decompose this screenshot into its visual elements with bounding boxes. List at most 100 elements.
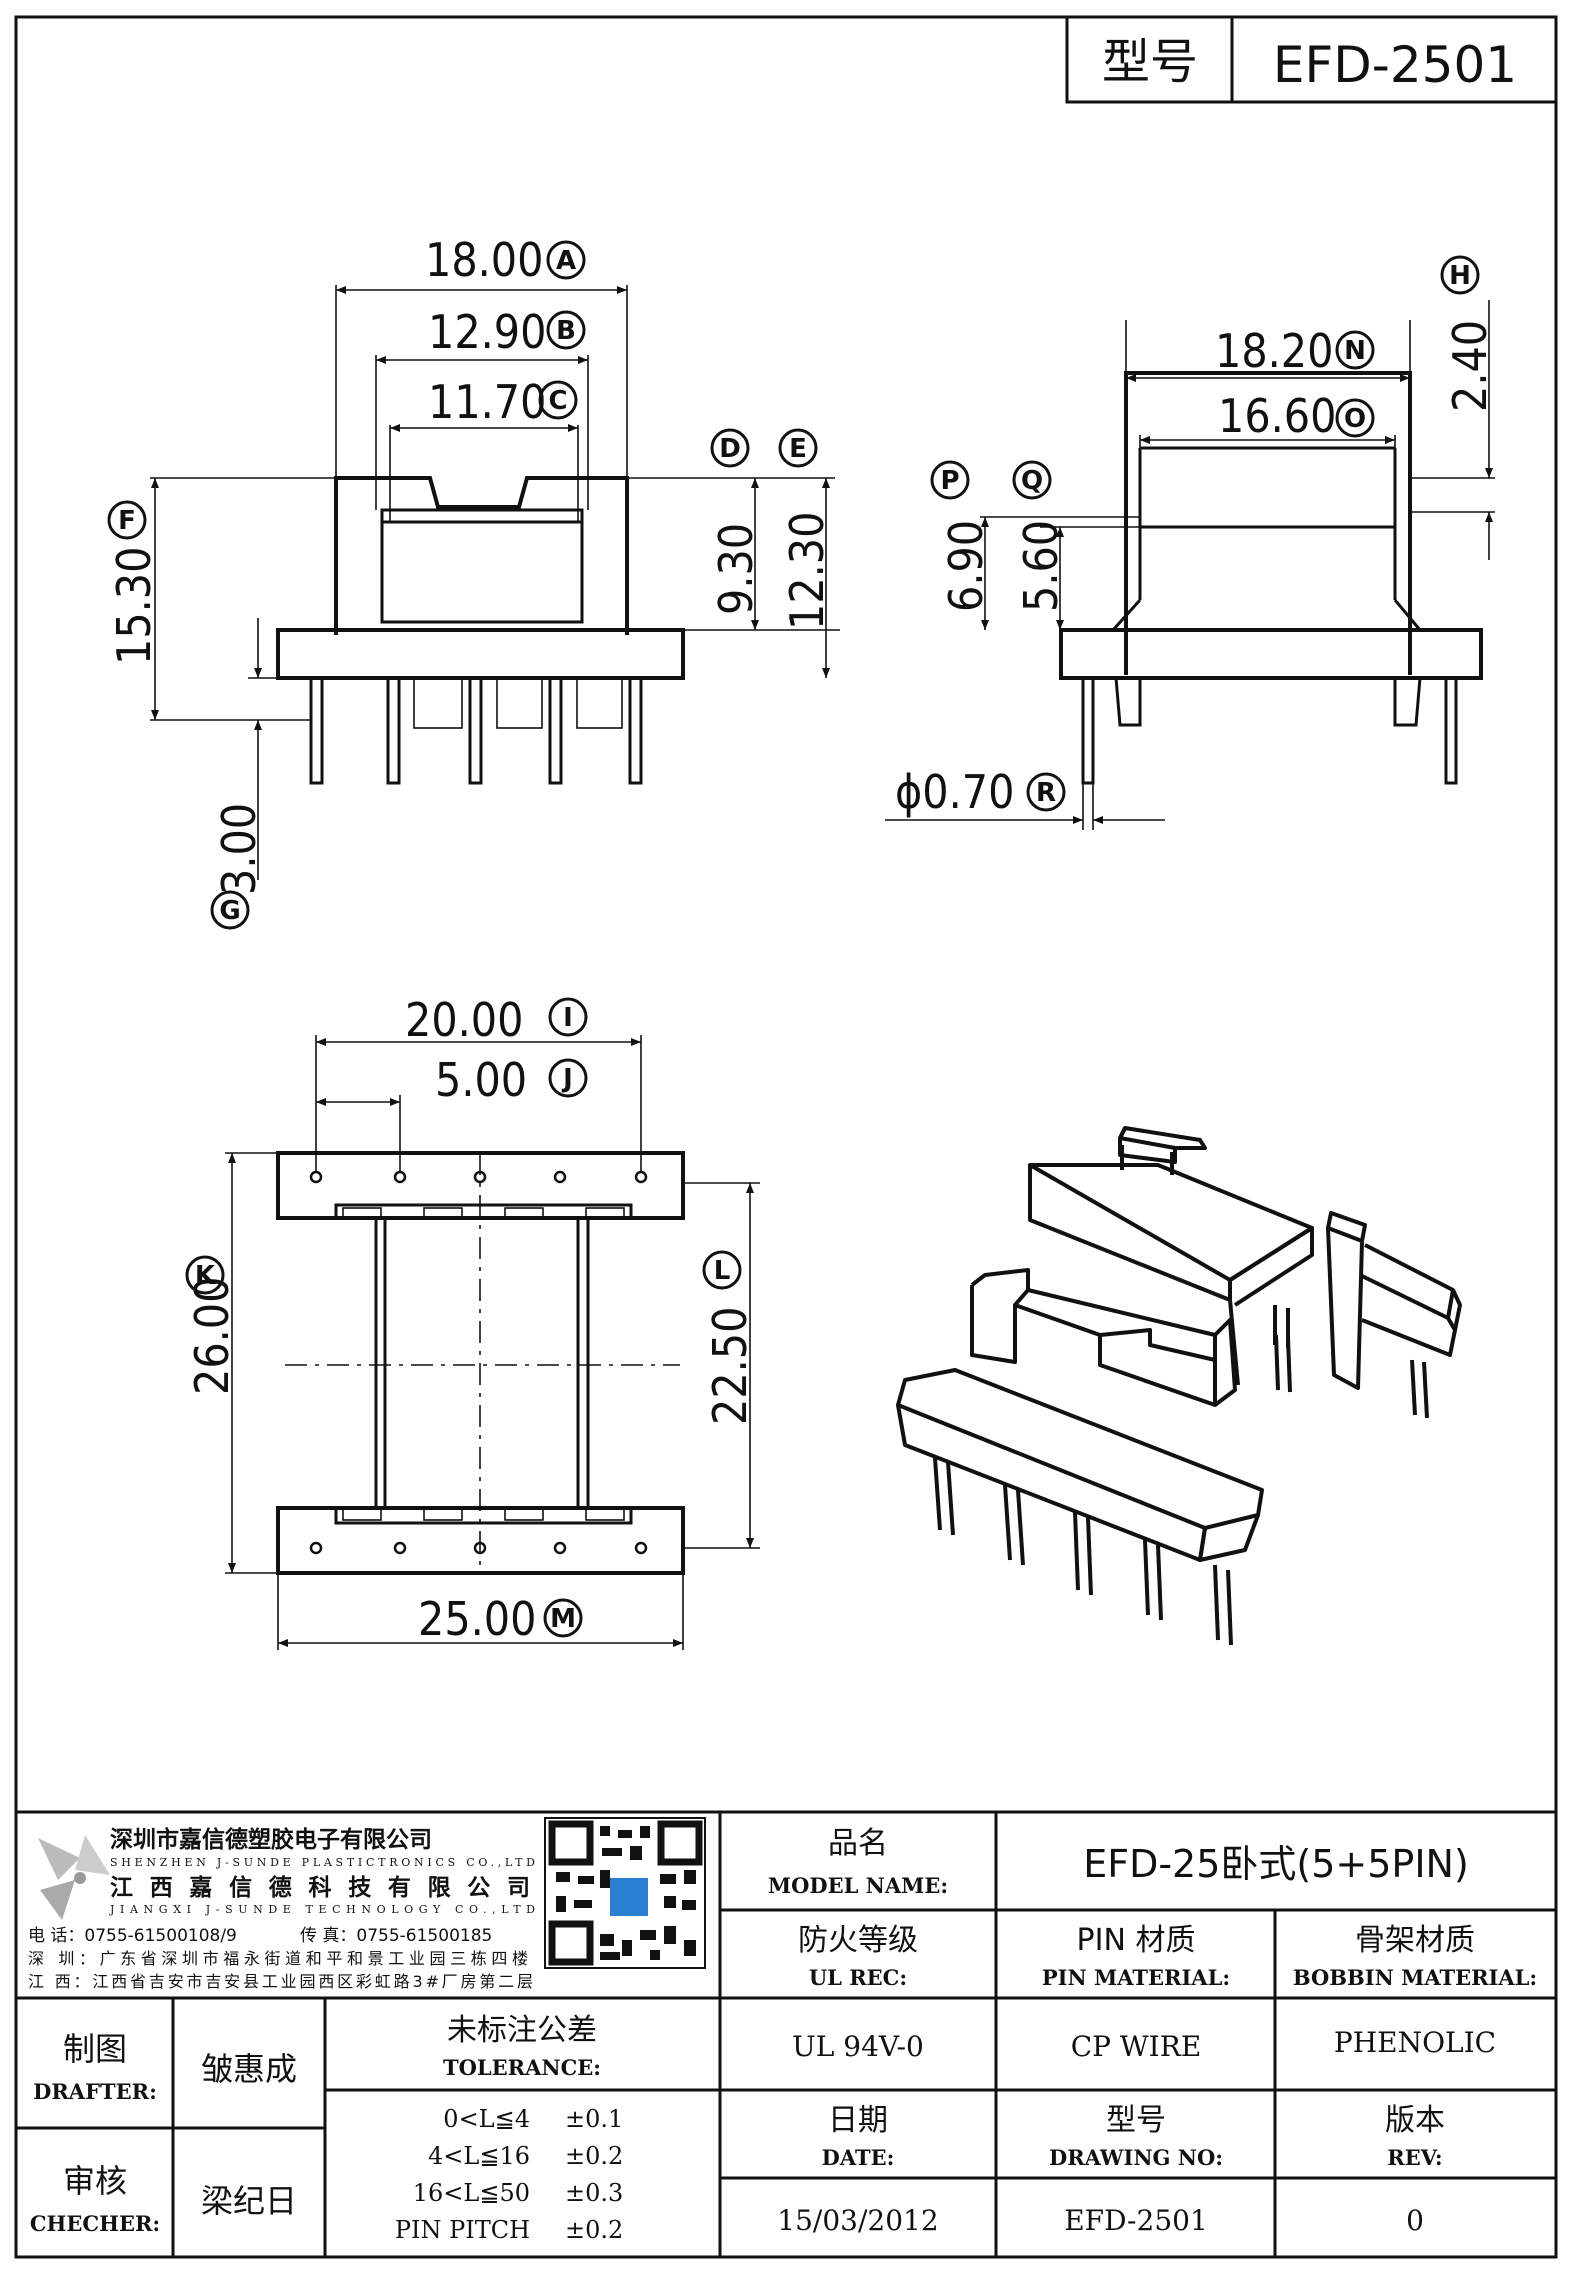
dim-K: 26.00 [185,1277,239,1395]
bobbin-material-en: BOBBIN MATERIAL: [1293,1965,1537,1990]
callout-B: B [546,310,586,350]
company-fax: 传 真：0755-61500185 [300,1926,492,1946]
tolerance-table: 0<L≦4 ±0.1 4<L≦16 ±0.2 16<L≦50 ±0.3 PIN … [395,2105,623,2244]
dim-O: 16.60 [1218,389,1336,443]
header-label: 型号 [1102,34,1198,90]
dim-J: 5.00 [435,1053,527,1107]
dim-C: 11.70 [428,375,546,429]
dim-P: 6.90 [939,520,993,612]
date-cn: 日期 [828,2103,888,2138]
dim-I: 20.00 [405,993,523,1047]
front-view [276,476,685,785]
callout-P: P [930,460,970,500]
date-en: DATE: [822,2145,895,2170]
callouts: A B C D E F G H N O P Q R I J K L M [107,240,1480,1638]
date-value: 15/03/2012 [777,2204,938,2237]
svg-text:J: J [561,1064,573,1094]
callout-A: A [546,240,586,280]
top-dimensions: 20.00 5.00 26.00 22.50 25.00 [185,993,760,1650]
dim-L: 22.50 [703,1307,757,1425]
tol-value-0: ±0.1 [565,2105,623,2133]
rev-en: REV: [1387,2145,1442,2170]
callout-O: O [1335,398,1375,438]
pin-material-value: CP WIRE [1071,2030,1202,2063]
front-dimensions: 18.00 12.90 11.70 9.30 12.30 15.30 3.00 [107,233,840,895]
dim-Q: 5.60 [1014,520,1068,612]
svg-text:D: D [719,434,741,464]
top-view [276,1151,685,1575]
checker-en: CHECHER: [30,2211,160,2236]
callout-M: M [543,1598,583,1638]
callout-F: F [107,500,147,540]
dim-E: 12.30 [780,512,834,630]
svg-text:O: O [1344,404,1366,434]
rev-value: 0 [1406,2204,1424,2237]
side-dimensions: 18.20 16.60 2.40 6.90 5.60 ϕ0.70 [885,300,1497,830]
svg-text:I: I [563,1003,573,1033]
header-model: EFD-2501 [1273,36,1517,94]
model-name-value: EFD-25卧式(5+5PIN) [1083,1842,1469,1886]
drafter-cn: 制图 [63,2030,127,2068]
dim-G: 3.00 [212,803,266,895]
pin-material-cn: PIN 材质 [1077,1923,1196,1958]
header-model-box: 型号 EFD-2501 [1065,15,1558,104]
dim-F: 15.30 [107,547,161,665]
svg-text:P: P [940,466,959,496]
drawing-no-value: EFD-2501 [1064,2204,1208,2237]
dim-A: 18.00 [425,233,543,287]
title-block: 深圳市嘉信德塑胶电子有限公司 SHENZHEN J-SUNDE PLASTICT… [16,1810,1556,2257]
qr-code [544,1817,706,1969]
checker-name: 梁纪日 [201,2182,297,2220]
side-view [1059,371,1483,785]
dim-M: 25.00 [418,1592,536,1646]
company-logo [38,1835,110,1920]
svg-text:R: R [1036,778,1056,808]
svg-text:E: E [789,434,807,464]
tol-range-3: PIN PITCH [395,2216,530,2244]
tol-value-1: ±0.2 [565,2142,623,2170]
ul-rec-en: UL REC: [809,1965,907,1990]
callout-J: J [548,1058,588,1098]
isometric-view [896,1126,1462,1646]
callout-D: D [710,428,750,468]
callout-G: G [210,890,250,930]
dim-R: ϕ0.70 [895,765,1014,819]
svg-text:K: K [195,1261,216,1291]
svg-text:L: L [714,1256,731,1286]
svg-text:G: G [219,896,240,926]
svg-text:A: A [556,246,576,276]
sheet-border [14,15,1558,2259]
callout-N: N [1335,330,1375,370]
bobbin-material-cn: 骨架材质 [1355,1923,1475,1958]
ul-rec-cn: 防火等级 [798,1923,918,1958]
drawing-no-en: DRAWING NO: [1049,2145,1223,2170]
callout-H: H [1440,255,1480,295]
svg-text:F: F [118,506,136,536]
dim-B: 12.90 [428,305,546,359]
rev-cn: 版本 [1385,2103,1445,2138]
company-phone: 电 话：0755-61500108/9 [28,1926,237,1946]
tol-value-2: ±0.3 [565,2179,623,2207]
callout-E: E [778,428,818,468]
dim-D: 9.30 [709,523,763,615]
svg-text:Q: Q [1021,466,1043,496]
callout-L: L [702,1250,742,1290]
drawing-no-cn: 型号 [1106,2103,1166,2138]
company-name-cn-1: 深圳市嘉信德塑胶电子有限公司 [110,1826,432,1853]
dim-N: 18.20 [1215,324,1333,378]
company-name-en-1: SHENZHEN J-SUNDE PLASTICTRONICS CO.,LTD [110,1856,535,1869]
tol-value-3: ±0.2 [565,2216,623,2244]
tol-range-2: 16<L≦50 [413,2179,530,2207]
dim-H: 2.40 [1443,320,1497,412]
callout-K: K [185,1255,225,1295]
callout-Q: Q [1012,460,1052,500]
pin-material-en: PIN MATERIAL: [1042,1965,1230,1990]
drafter-en: DRAFTER: [33,2079,157,2104]
tol-range-1: 4<L≦16 [428,2142,530,2170]
bobbin-material-value: PHENOLIC [1334,2026,1496,2059]
model-name-cn: 品名 [828,1826,888,1861]
company-name-en-2: JIANGXI J-SUNDE TECHNOLOGY CO.,LTD [109,1903,535,1916]
company-address-jx: 江 西：江西省吉安市吉安县工业园西区彩虹路3#厂房第二层 [28,1972,533,1991]
svg-text:H: H [1449,261,1471,291]
